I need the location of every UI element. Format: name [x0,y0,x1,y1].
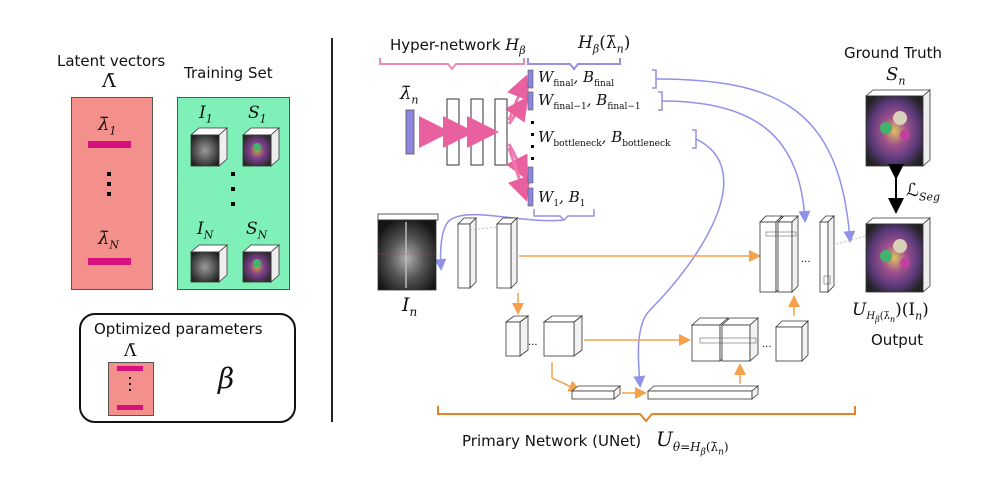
unet-enc1-block [457,217,518,289]
output-title: Output [871,331,924,349]
training-set-title: Training Set [184,64,273,82]
output-image [864,217,932,293]
param-arrow-bottleneck [633,138,725,388]
optimized-parameters-box [79,313,296,423]
train-seg-last-cube [241,244,281,283]
param-bar-1-upper [527,166,534,184]
hyper-layer-3 [494,98,508,166]
train-middle-dots [231,172,235,206]
loss-label: ℒSeg [906,180,941,204]
hyper-network-brace [379,58,525,71]
latent-first-label: λ̄1 [98,114,117,138]
primary-network-symbol: Uθ=Hβ(λ̄n) [656,427,729,458]
param-label-final-1: Wfinal−1, Bfinal−1 [538,91,641,112]
optimized-parameters-title: Optimized parameters [94,320,263,338]
output-symbol: UHβ(λ̄n)(In) [852,300,929,325]
train-seg-first-cube [241,127,281,167]
unet-input-label: In [402,294,418,319]
param-bar-dot-1 [531,121,534,124]
train-image-last-label: IN [197,219,214,242]
beta-symbol: β [218,362,235,395]
hyper-input-label: λ̄n [400,83,419,107]
latent-first-bar [88,141,131,148]
optimized-latent-dots [129,377,131,391]
ground-truth-image [864,89,932,167]
param-bar-dot-4 [531,157,534,160]
param-label-1: W1, B1 [538,188,586,209]
hyper-layer-1 [446,98,460,166]
unet-enc2-block [504,315,584,357]
ground-truth-title: Ground Truth [844,44,942,62]
unet-dec1-block [759,215,835,293]
hyper-network-title: Hyper-network Hβ [390,35,526,58]
latent-vertical-dots [107,172,112,196]
primary-network-brace [437,406,856,423]
param-arrow-final-1 [661,100,811,223]
unet-bottleneck-left [570,385,622,400]
unet-dec2-ellipsis: ... [762,339,772,350]
param-bar-dot-2 [531,133,534,136]
hyper-layer-2 [470,98,484,166]
latent-vectors-box [71,97,153,290]
hyper-output-brace [527,58,621,71]
panel-divider [331,38,333,422]
latent-matrix-symbol: Λ̄ [102,70,116,92]
train-image-last-cube [189,244,229,283]
param-label-final: Wfinal, Bfinal [538,68,615,89]
hyper-input-bar [405,109,415,155]
unet-enc2-ellipsis: ... [528,337,538,348]
optimized-latent-symbol: Λ̄ [124,341,137,361]
latent-vectors-title: Latent vectors [57,52,166,70]
unet-bottleneck-right [646,385,760,400]
architecture-diagram: ... ... [377,58,932,423]
latent-last-bar [88,258,131,265]
train-image-first-label: I1 [199,103,213,126]
param-label-bottleneck: Wbottleneck, Bbottleneck [538,128,671,149]
primary-network-title: Primary Network (UNet) [462,432,642,450]
param-bar-final-1 [527,91,534,111]
param-arrow-1 [434,213,565,271]
train-seg-first-label: S1 [248,103,267,126]
param-bar-dot-3 [531,145,534,148]
unet-input-image [377,219,437,291]
param-bar-1 [527,187,534,207]
optimized-latent-bar-top [117,366,143,371]
latent-last-label: λ̄N [98,228,120,252]
train-seg-last-label: SN [246,219,268,242]
unet-dec2-block [690,317,809,362]
train-image-first-cube [189,127,229,167]
hyper-output-label: Hβ(λ̄n) [578,33,631,56]
training-thumbnails [189,127,281,283]
optimized-latent-bar-bottom [117,405,143,410]
param-arrow-final [655,78,856,243]
param-bar-final [527,69,534,89]
unet-input-image-top [377,213,439,221]
unet-dec1-ellipsis: ... [801,254,811,265]
ground-truth-symbol: Sn [886,64,906,88]
